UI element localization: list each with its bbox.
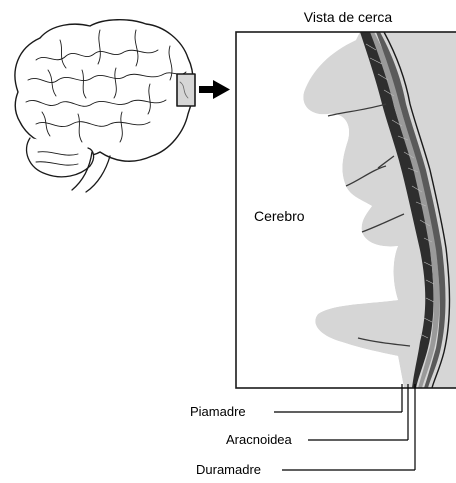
layer-callouts: Piamadre Aracnoidea Duramadre (190, 384, 415, 477)
closeup-title: Vista de cerca (304, 9, 393, 25)
cerebro-label: Cerebro (254, 208, 305, 224)
aracnoidea-label: Aracnoidea (226, 432, 293, 447)
brain-cerebrum (15, 20, 193, 162)
brain-illustration (15, 20, 195, 192)
arrow-right-icon (199, 80, 230, 99)
magnify-box-icon (177, 74, 195, 106)
duramadre-label: Duramadre (196, 462, 261, 477)
piamadre-label: Piamadre (190, 404, 246, 419)
